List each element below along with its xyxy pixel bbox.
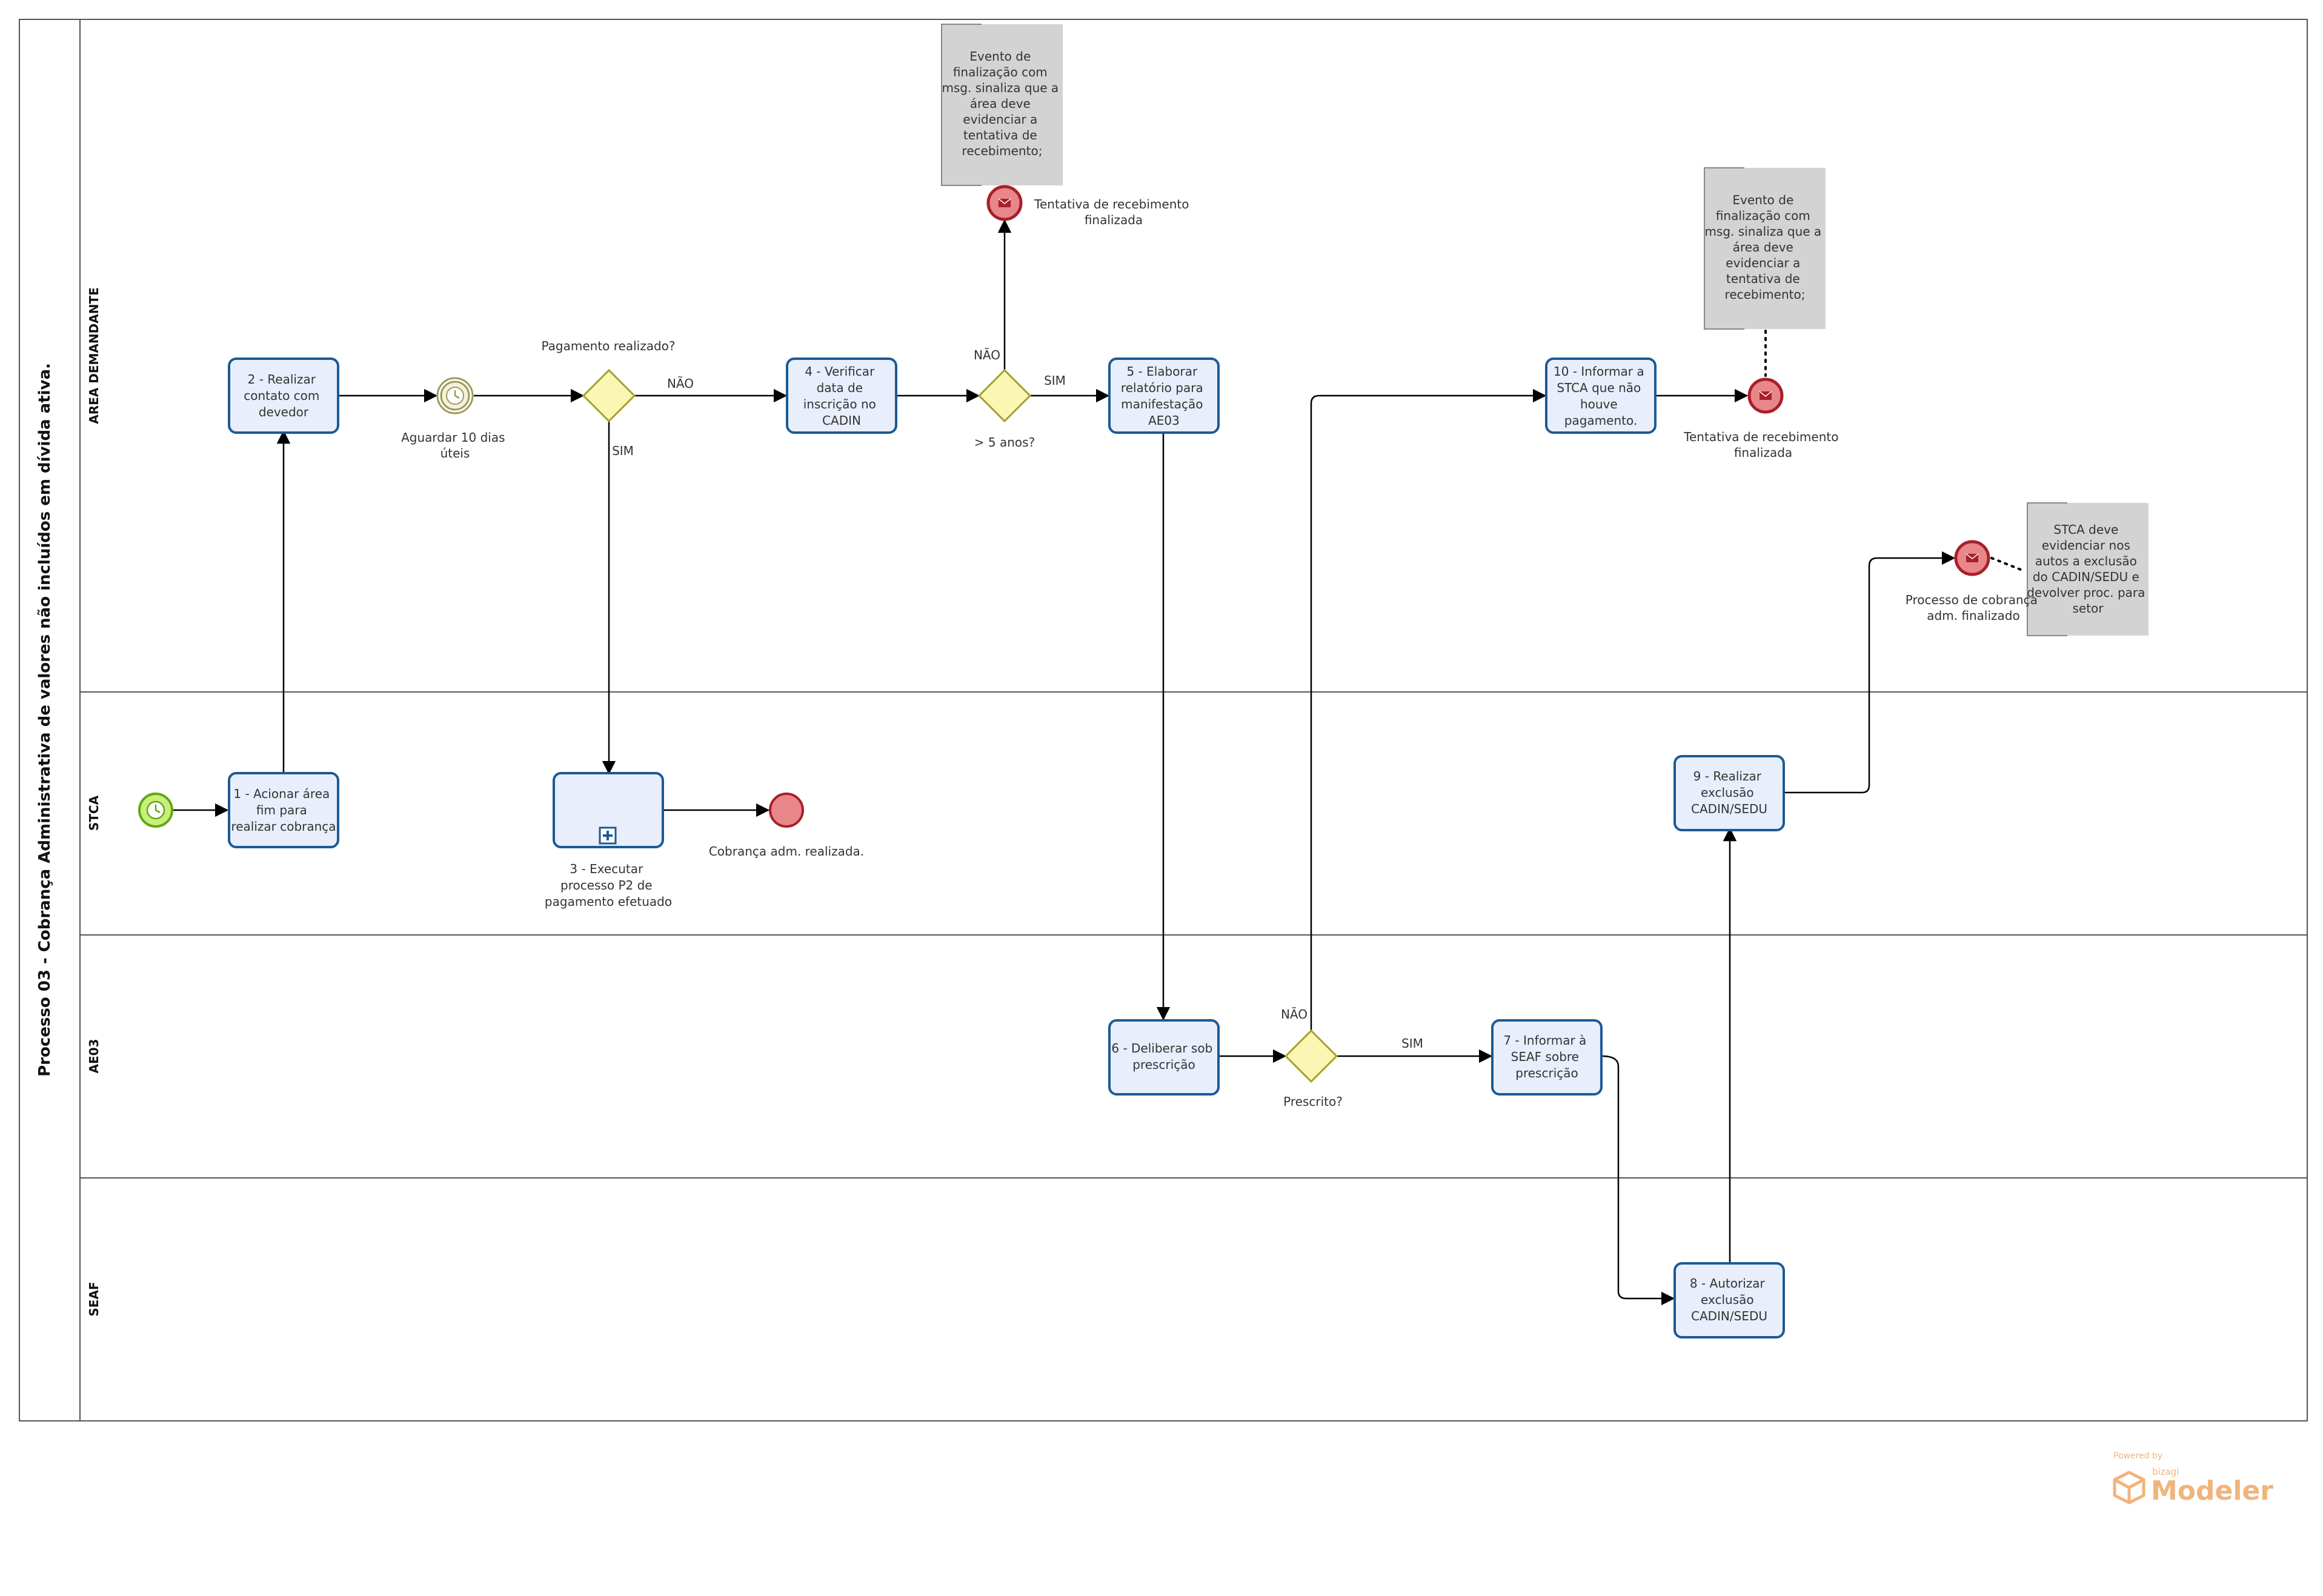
annotation-associations [1764,330,2025,572]
intermediate-timer-event[interactable]: Aguardar 10 dias úteis [401,377,509,461]
text-annotation-1: Evento de finalização com msg. sinaliza … [941,24,1063,186]
cube-logo-icon [2113,1471,2145,1505]
gateway-1-label: Pagamento realizado? [541,339,675,353]
task-1-label: 1 - Acionar área fim para realizar cobra… [231,786,336,834]
flow-label-g1-no: NÃO [667,376,694,391]
association-a3 [1990,557,2025,572]
flow-t7-to-t8 [1601,1055,1675,1306]
gateway-2-label: > 5 anos? [974,435,1035,450]
task-4-label: 4 - Verificar data de inscrição no CADIN [803,364,880,428]
flow-label-g2-yes: SIM [1044,373,1066,388]
timer-wait-label: Aguardar 10 dias úteis [401,430,509,461]
task-10-label: 10 - Informar a STCA que não houve pagam… [1554,364,1648,428]
end-message-event-top[interactable]: Tentativa de recebimento finalizada [986,185,1193,227]
task-7-label: 7 - Informar à SEAF sobre prescrição [1503,1033,1590,1080]
task-6-label: 6 - Deliberar sob prescrição [1111,1041,1216,1072]
text-annotation-3: STCA deve evidenciar nos autos a exclusã… [2027,502,2149,636]
flow-t9-to-end-processo [1785,551,1956,794]
lane-label-stca: STCA [87,795,101,831]
gateway-prescrito[interactable]: Prescrito? [1283,1029,1343,1109]
gateway-pagamento-realizado[interactable]: Pagamento realizado? [541,339,676,423]
annotation-2-text: Evento de finalização com msg. sinaliza … [1704,193,1825,302]
gateway-3-label: Prescrito? [1283,1094,1343,1109]
annotation-3-text: STCA deve evidenciar nos autos a exclusã… [2027,522,2149,616]
task-9-label: 9 - Realizar exclusão CADIN/SEDU [1691,769,1767,816]
lane-label-area-demandante: AREA DEMANDANTE [87,287,101,424]
flow-g3-to-t10 [1310,388,1547,1031]
annotation-1-text: Evento de finalização com msg. sinaliza … [942,49,1062,158]
start-timer-event[interactable] [138,793,173,828]
task-5-label: 5 - Elaborar relatório para manifestação… [1121,364,1207,428]
bizagi-watermark: Powered by bizagi Modeler [2113,1451,2273,1506]
lane-label-seaf: SEAF [87,1282,101,1316]
task-10[interactable]: 10 - Informar a STCA que não houve pagam… [1545,357,1657,434]
task-9[interactable]: 9 - Realizar exclusão CADIN/SEDU [1673,755,1785,831]
task-6[interactable]: 6 - Deliberar sob prescrição [1108,1019,1220,1096]
task-7[interactable]: 7 - Informar à SEAF sobre prescrição [1491,1019,1603,1096]
text-annotation-2: Evento de finalização com msg. sinaliza … [1704,167,1826,330]
subprocess-3[interactable]: 3 - Executar processo P2 de pagamento ef… [545,772,672,909]
end-message-event-processo[interactable]: Processo de cobrança adm. finalizado [1906,540,2042,623]
task-4[interactable]: 4 - Verificar data de inscrição no CADIN [786,357,897,434]
end-message-event-right[interactable]: Tentativa de recebimento finalizada [1683,377,1843,460]
task-8-label: 8 - Autorizar exclusão CADIN/SEDU [1690,1276,1769,1323]
watermark-product: Modeler [2151,1475,2273,1506]
task-1[interactable]: 1 - Acionar área fim para realizar cobra… [228,772,339,848]
task-5[interactable]: 5 - Elaborar relatório para manifestação… [1108,357,1220,434]
flow-label-g3-no: NÃO [1281,1007,1308,1022]
end-processo-label: Processo de cobrança adm. finalizado [1906,593,2042,623]
flow-label-g1-yes: SIM [612,444,634,458]
gateway-mais-5-anos[interactable]: > 5 anos? [974,368,1035,450]
watermark-powered: Powered by [2113,1451,2162,1461]
task-8[interactable]: 8 - Autorizar exclusão CADIN/SEDU [1673,1262,1785,1338]
sequence-flows [172,219,1956,1306]
end-event-cobranca[interactable]: Cobrança adm. realizada. [709,793,864,859]
pool-title: Processo 03 - Cobrança Administrativa de… [36,363,54,1077]
end-top-label: Tentativa de recebimento finalizada [1034,197,1193,227]
subprocess-3-label: 3 - Executar processo P2 de pagamento ef… [545,862,672,909]
task-2-label: 2 - Realizar contato com devedor [244,372,324,419]
lane-label-ae03: AE03 [87,1039,101,1074]
end-cobranca-label: Cobrança adm. realizada. [709,844,864,859]
end-right-label: Tentativa de recebimento finalizada [1683,430,1843,460]
flow-label-g2-no: NÃO [974,348,1000,362]
flow-label-g3-yes: SIM [1401,1036,1423,1051]
task-2[interactable]: 2 - Realizar contato com devedor [228,357,339,434]
watermark-brand: bizagi [2152,1466,2179,1477]
